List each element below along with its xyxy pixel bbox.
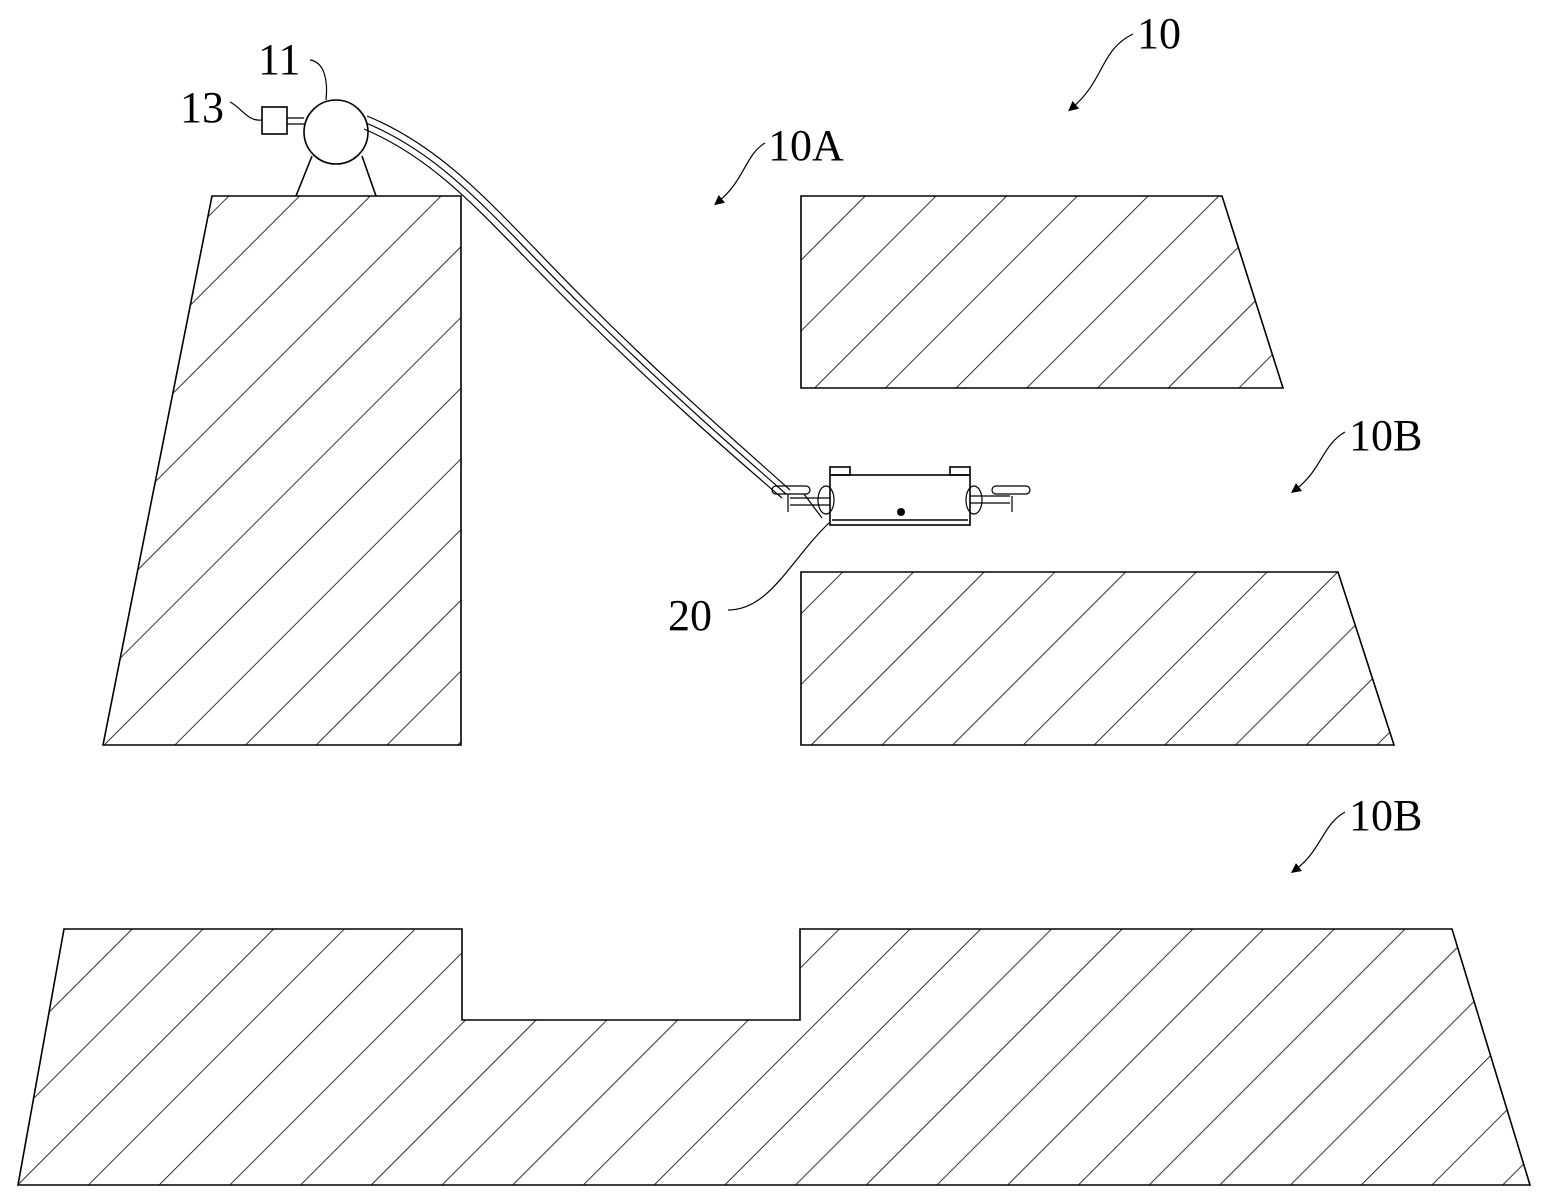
left-rock-block: [102, 195, 462, 746]
leader-line-11: [309, 59, 328, 101]
leader-line-13: [229, 101, 263, 121]
controller-box: [261, 106, 288, 135]
label-10B-upper: 10B: [1349, 411, 1422, 460]
middle-right-rock-block: [800, 571, 1396, 746]
winch-assembly: [261, 99, 377, 197]
arrow-10A: [714, 142, 766, 206]
arrow-10B-lower: [1290, 811, 1346, 873]
label-10: 10: [1137, 9, 1181, 58]
arrow-10: [1068, 33, 1134, 112]
arrow-10B-upper: [1290, 431, 1346, 493]
cable: [363, 115, 791, 499]
label-13: 13: [180, 83, 224, 132]
winch-drum: [303, 99, 369, 165]
bottom-rock-block: [17, 928, 1532, 1186]
label-10A: 10A: [768, 121, 844, 170]
leader-line-20: [727, 521, 831, 611]
robot-device: [771, 466, 1031, 526]
label-20: 20: [668, 591, 712, 640]
label-10B-lower: 10B: [1349, 791, 1422, 840]
label-11: 11: [258, 35, 300, 84]
upper-right-rock-block: [800, 195, 1285, 389]
